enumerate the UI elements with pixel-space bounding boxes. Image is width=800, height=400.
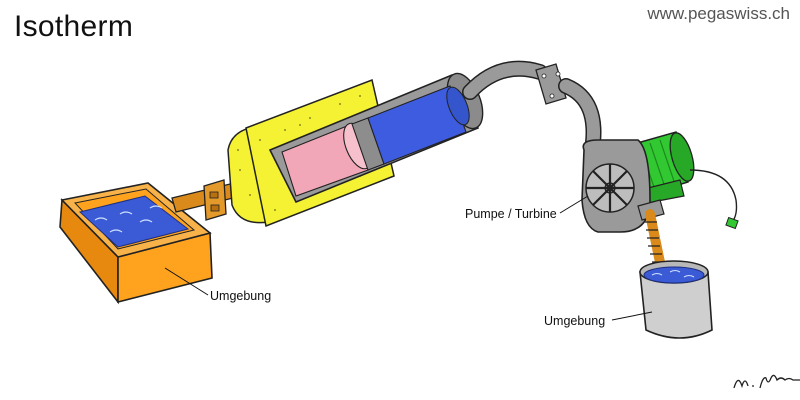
left-environment-tank bbox=[59, 182, 213, 305]
website-url: www.pegaswiss.ch bbox=[647, 4, 790, 23]
pipe-flange bbox=[535, 63, 567, 105]
label-environment-right: Umgebung bbox=[544, 314, 606, 328]
artist-signature bbox=[733, 374, 800, 389]
right-bucket-water bbox=[643, 266, 705, 284]
label-environment-left: Umgebung bbox=[210, 289, 272, 303]
leader-line-umgebung-left bbox=[164, 267, 209, 296]
gas-cylinder bbox=[268, 72, 484, 204]
right-environment-bucket bbox=[639, 260, 713, 339]
gas-chamber-blue bbox=[367, 85, 467, 165]
left-tank-water bbox=[78, 195, 190, 248]
label-pump-turbine: Pumpe / Turbine bbox=[465, 207, 557, 221]
leader-line-umgebung-right bbox=[611, 311, 653, 321]
rod-coupling bbox=[203, 179, 227, 221]
power-cable bbox=[689, 169, 739, 230]
leader-line-pumpe bbox=[559, 195, 589, 214]
connecting-pipe bbox=[462, 60, 602, 158]
page-title: Isotherm bbox=[14, 10, 134, 43]
